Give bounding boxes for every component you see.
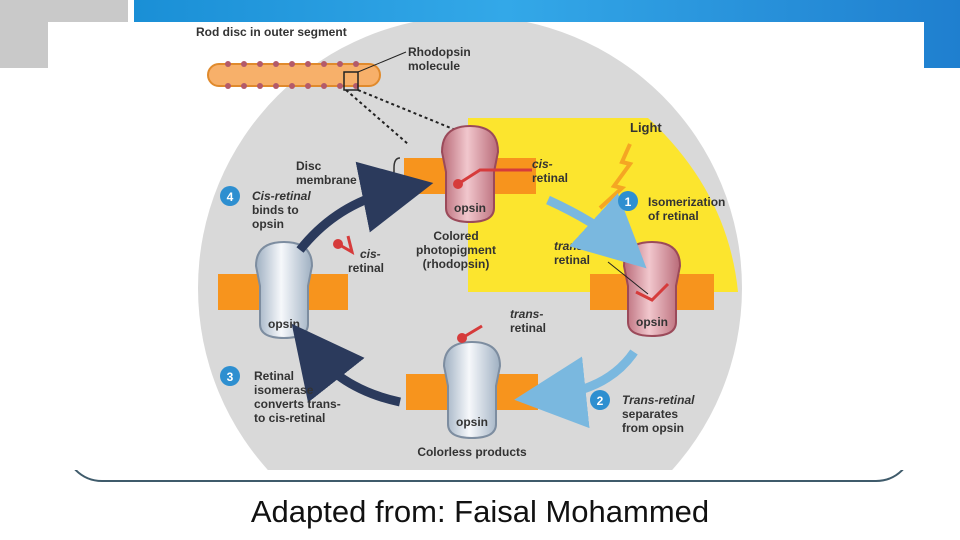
step1-line1: Isomerization — [648, 195, 725, 209]
cis-retinal-free — [337, 235, 355, 256]
cycle-arrow-step4 — [296, 161, 434, 253]
step3-line2: isomerase — [254, 383, 314, 397]
trans-retinal-bound — [635, 282, 670, 302]
opsin-right-label: opsin — [636, 315, 668, 329]
rhodopsin-molecules-row — [225, 61, 359, 89]
opsin-left-label: opsin — [268, 317, 300, 331]
step1-number: 1 — [625, 195, 632, 209]
step3-badge — [220, 366, 240, 386]
colorless-products-label: Colorless products — [417, 445, 527, 459]
step3-line4: to cis-retinal — [254, 411, 325, 425]
step2-line1: Trans-retinal — [622, 393, 695, 407]
step1-badge — [618, 191, 638, 211]
cis-retinal-top-label-2: retinal — [532, 171, 568, 185]
step2-badge — [590, 390, 610, 410]
rod-disc — [207, 63, 381, 87]
opsin-bottom — [442, 340, 502, 440]
step4-line2: binds to — [252, 203, 299, 217]
cycle-arrow-step2 — [514, 349, 638, 429]
cis-retinal-top-label-1: cis- — [532, 157, 553, 171]
rhodopsin-cycle-figure: Rod disc in outer segment Rhodopsin mole… — [48, 16, 924, 540]
disc-membrane-label-2: membrane — [296, 173, 357, 187]
rhodopsin-highlight-box — [343, 71, 359, 91]
step1-line2: of retinal — [648, 209, 699, 223]
rhodopsin-label-line1: Rhodopsin — [408, 45, 471, 59]
figure-caption: Adapted from: Faisal Mohammed — [250, 494, 710, 529]
cycle-arrow-step1 — [546, 193, 647, 269]
step4-line1: Cis-retinal — [252, 189, 311, 203]
cis-retinal-top — [457, 168, 532, 186]
opsin-top-label: opsin — [454, 201, 486, 215]
trans-retinal-free-label-1: trans- — [510, 307, 543, 321]
opsin-bottom-label: opsin — [456, 415, 488, 429]
step4-line3: opsin — [252, 217, 284, 231]
step4-number: 4 — [227, 190, 234, 204]
step2-line2: separates — [622, 407, 678, 421]
step2-line3: from opsin — [622, 421, 684, 435]
step2-number: 2 — [597, 394, 604, 408]
step3-line1: Retinal — [254, 369, 294, 383]
trans-retinal-right-label-2: retinal — [554, 253, 590, 267]
colored-photopigment-label-1: Colored — [433, 229, 478, 243]
light-bolt-icon — [598, 143, 634, 210]
rhodopsin-label-line2: molecule — [408, 59, 460, 73]
step3-number: 3 — [227, 370, 234, 384]
light-label: Light — [630, 120, 662, 135]
trans-retinal-right-label-1: trans- — [554, 239, 587, 253]
colored-photopigment-label-2: photopigment — [416, 243, 496, 257]
rod-disc-label: Rod disc in outer segment — [196, 25, 347, 39]
cycle-arrow-step3 — [291, 323, 401, 407]
trans-retinal-free-label-2: retinal — [510, 321, 546, 335]
cis-retinal-left-label-1: cis- — [360, 247, 381, 261]
rhodopsin-top — [440, 124, 500, 224]
step3-line3: converts trans- — [254, 397, 341, 411]
zoom-line-left — [345, 89, 409, 145]
colored-photopigment-label-3: (rhodopsin) — [423, 257, 490, 271]
disc-membrane-label-1: Disc — [296, 159, 322, 173]
step4-badge — [220, 186, 240, 206]
rhodopsin-leader-line — [357, 51, 407, 73]
cis-retinal-left-label-2: retinal — [348, 261, 384, 275]
